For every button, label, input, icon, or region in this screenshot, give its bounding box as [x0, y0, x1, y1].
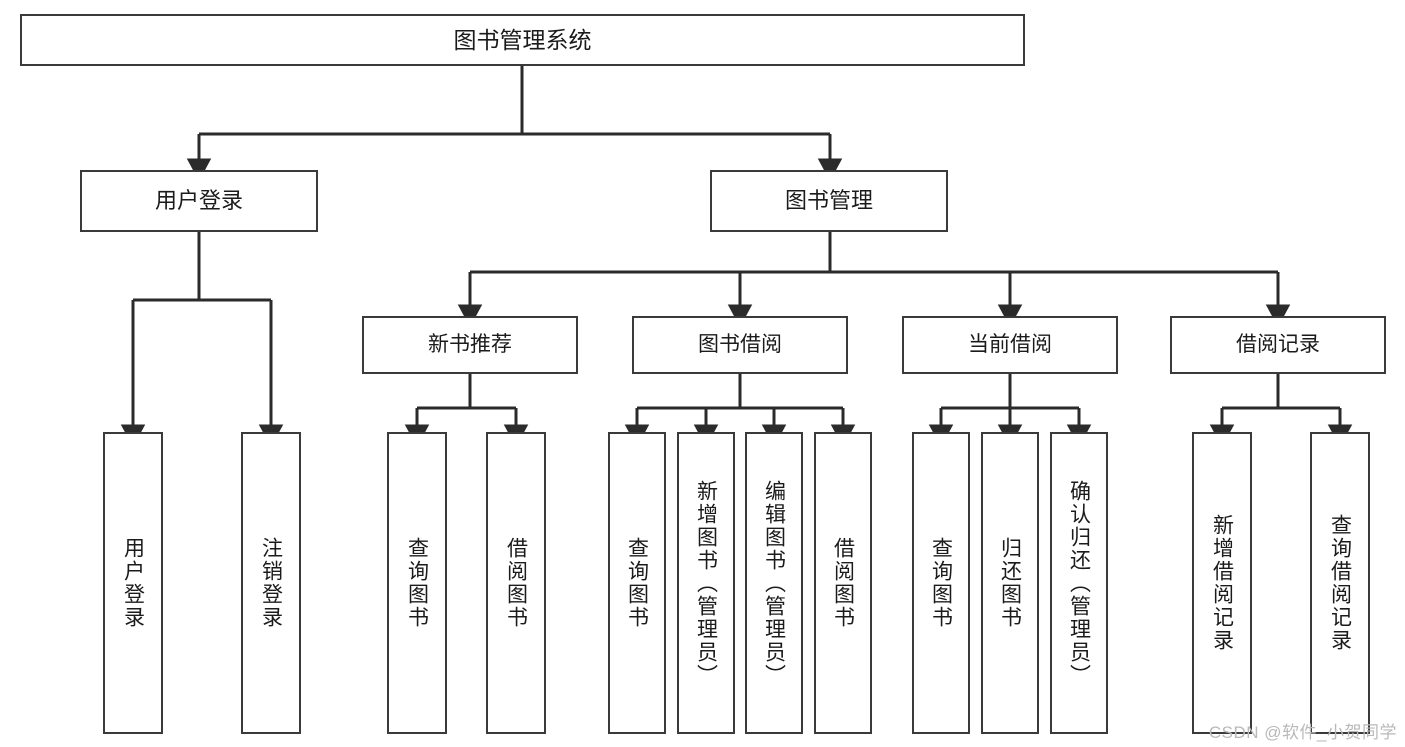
node-root-system[interactable]: 图书管理系统	[20, 14, 1025, 66]
node-label: 借阅图书	[831, 537, 855, 629]
node-label: 借阅图书	[504, 537, 528, 629]
node-label: 查询借阅记录	[1328, 514, 1352, 652]
leaf-user-login-signout[interactable]: 注销登录	[241, 432, 301, 734]
leaf-current-return-book[interactable]: 归还图书	[981, 432, 1039, 734]
leaf-record-query-record[interactable]: 查询借阅记录	[1310, 432, 1370, 734]
node-new-book-recommend[interactable]: 新书推荐	[362, 316, 578, 374]
node-label: 注销登录	[259, 537, 283, 629]
node-label: 新书推荐	[428, 332, 512, 356]
leaf-current-confirm-return-admin[interactable]: 确认归还（管理员）	[1050, 432, 1108, 734]
node-label: 图书管理	[784, 188, 873, 214]
leaf-borrow-edit-book-admin[interactable]: 编辑图书（管理员）	[745, 432, 803, 734]
leaf-current-query-book[interactable]: 查询图书	[912, 432, 970, 734]
node-book-borrow[interactable]: 图书借阅	[632, 316, 848, 374]
node-label: 图书借阅	[698, 332, 782, 356]
node-label: 确认归还（管理员）	[1067, 479, 1091, 687]
leaf-recommend-query-book[interactable]: 查询图书	[387, 432, 447, 734]
node-label: 用户登录	[154, 188, 243, 214]
leaf-borrow-query-book[interactable]: 查询图书	[608, 432, 666, 734]
node-label: 新增图书（管理员）	[694, 479, 718, 687]
leaf-user-login-signin[interactable]: 用户登录	[103, 432, 163, 734]
node-user-login[interactable]: 用户登录	[80, 170, 318, 232]
node-label: 查询图书	[405, 537, 429, 629]
node-label: 编辑图书（管理员）	[762, 479, 786, 687]
leaf-record-add-record[interactable]: 新增借阅记录	[1192, 432, 1252, 734]
watermark-text: CSDN @软件_小贺同学	[1208, 723, 1397, 742]
node-label: 新增借阅记录	[1210, 514, 1234, 652]
node-book-management[interactable]: 图书管理	[710, 170, 948, 232]
node-label: 归还图书	[998, 537, 1022, 629]
node-label: 查询图书	[929, 537, 953, 629]
leaf-recommend-borrow-book[interactable]: 借阅图书	[486, 432, 546, 734]
node-label: 借阅记录	[1236, 332, 1320, 356]
leaf-borrow-add-book-admin[interactable]: 新增图书（管理员）	[677, 432, 735, 734]
node-current-borrow[interactable]: 当前借阅	[902, 316, 1118, 374]
node-label: 当前借阅	[968, 332, 1052, 356]
node-label: 图书管理系统	[453, 26, 592, 53]
leaf-borrow-borrow-book[interactable]: 借阅图书	[814, 432, 872, 734]
node-borrow-record[interactable]: 借阅记录	[1170, 316, 1386, 374]
node-label: 查询图书	[625, 537, 649, 629]
node-label: 用户登录	[121, 537, 145, 629]
